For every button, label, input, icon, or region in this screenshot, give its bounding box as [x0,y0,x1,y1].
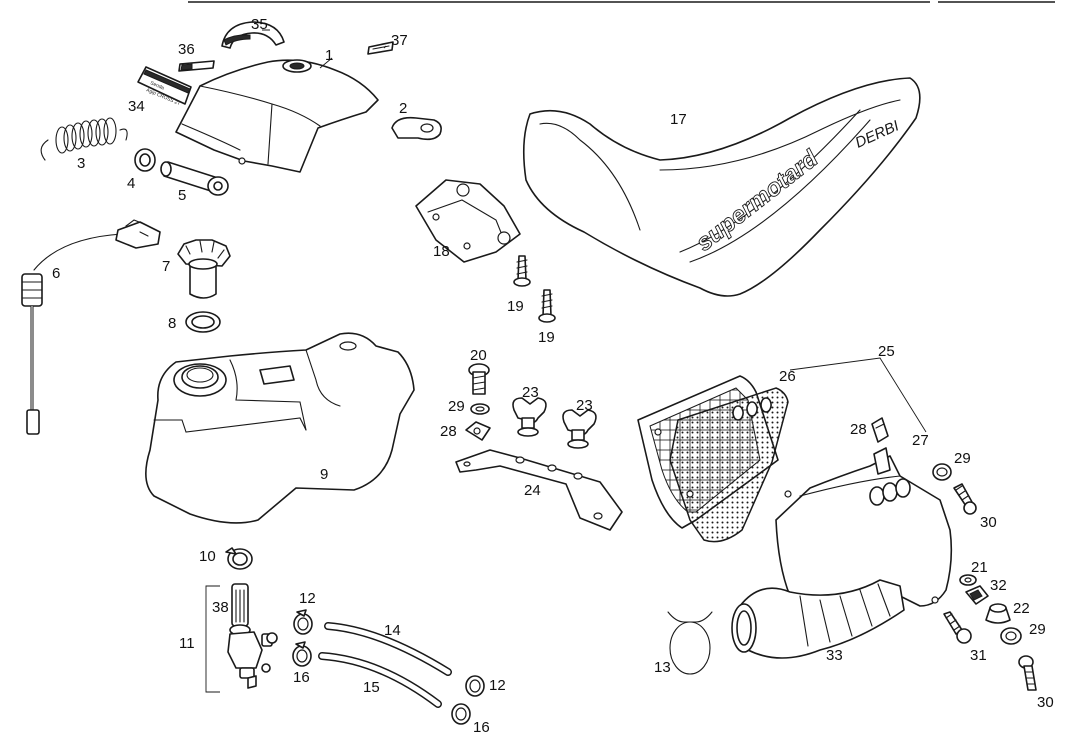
part-18-seat-bracket [415,179,521,263]
part-16-clamp-left [292,641,312,667]
label-13: 13 [654,659,671,676]
label-24: 24 [524,482,541,499]
label-12-left: 12 [299,590,316,607]
label-28-left: 28 [440,423,457,440]
label-4: 4 [127,175,135,192]
label-7: 7 [162,258,170,275]
part-28-nut-clip-left [465,421,491,441]
label-32: 32 [990,577,1007,594]
part-37-decal [367,41,394,55]
part-7-fuel-cap [177,239,231,299]
part-29-washer-left [470,403,490,415]
label-38: 38 [212,599,229,616]
part-34-sticker: Senda Agip CROSS 2T [137,66,192,107]
part-10-clamp [225,547,253,570]
label-8: 8 [168,315,176,332]
part-38-filter-and-tap [227,583,278,689]
part-20-bolt [468,363,490,395]
part-6-fuel-sender [21,219,161,435]
part-32-nut [965,585,989,605]
part-24-mount-bracket [455,449,623,531]
label-29-upper-right: 29 [954,450,971,467]
part-5-spacer [160,161,229,196]
part-35-tank-strip [221,21,285,49]
label-9: 9 [320,466,328,483]
label-29-lower-right: 29 [1029,621,1046,638]
sticker-line1: Senda [149,80,165,91]
label-26: 26 [779,368,796,385]
part-21-washer [959,574,977,586]
label-12-right: 12 [489,677,506,694]
part-23-wing-nut-right [562,409,597,449]
part-17-seat: supermotard DERBI [522,77,921,297]
label-30-lower: 30 [1037,694,1054,711]
part-30-bolt-upper [953,483,977,515]
part-11-bracket [205,585,220,693]
leader-25 [789,357,927,433]
part-13-clamp-ring [667,611,713,675]
label-6: 6 [52,265,60,282]
label-2: 2 [399,100,407,117]
part-19-screw-upper [513,255,531,287]
label-15: 15 [363,679,380,696]
part-2-clip [391,116,442,141]
part-23-wing-nut-left [512,397,547,437]
label-14: 14 [384,622,401,639]
label-16-left: 16 [293,669,310,686]
label-25: 25 [878,343,895,360]
label-1: 1 [325,47,333,64]
label-5: 5 [178,187,186,204]
label-3: 3 [77,155,85,172]
part-26-air-filter [637,375,789,543]
part-16-clamp-right [451,703,471,725]
label-28-right: 28 [850,421,867,438]
part-8-seal-ring [185,311,221,333]
label-18: 18 [433,243,450,260]
label-23-left: 23 [522,384,539,401]
leader-lines [262,29,387,69]
label-36: 36 [178,41,195,58]
label-34: 34 [128,98,145,115]
part-12-clamp-left [293,609,313,635]
label-20: 20 [470,347,487,364]
part-14-hose [324,622,452,676]
label-33: 33 [826,647,843,664]
label-19-lower: 19 [538,329,555,346]
part-19-screw-lower [538,289,556,323]
part-9-fuel-tank [145,332,415,524]
label-10: 10 [199,548,216,565]
part-30-bolt-lower [1018,655,1037,691]
label-21: 21 [971,559,988,576]
label-23-right: 23 [576,397,593,414]
part-29-washer-lower-right [1000,627,1022,645]
label-35: 35 [251,16,268,33]
label-29-left: 29 [448,398,465,415]
label-22: 22 [1013,600,1030,617]
label-17: 17 [670,111,687,128]
part-28-clip-right [871,417,889,443]
part-3-spring [40,117,128,161]
label-27: 27 [912,432,929,449]
label-30-upper: 30 [980,514,997,531]
part-4-grommet [134,148,156,172]
label-11: 11 [179,635,195,652]
label-16-right: 16 [473,719,490,736]
part-1-tank-cover [175,59,379,173]
part-15-hose [318,652,442,708]
part-29-washer-upper-right [932,463,952,481]
part-33-air-box [731,447,953,659]
part-36-decal [178,60,215,72]
part-31-screw [943,611,972,644]
label-37: 37 [391,32,408,49]
part-12-clamp-right [465,675,485,697]
label-19-upper: 19 [507,298,524,315]
part-22-rubber-mount [985,603,1011,624]
label-31: 31 [970,647,987,664]
